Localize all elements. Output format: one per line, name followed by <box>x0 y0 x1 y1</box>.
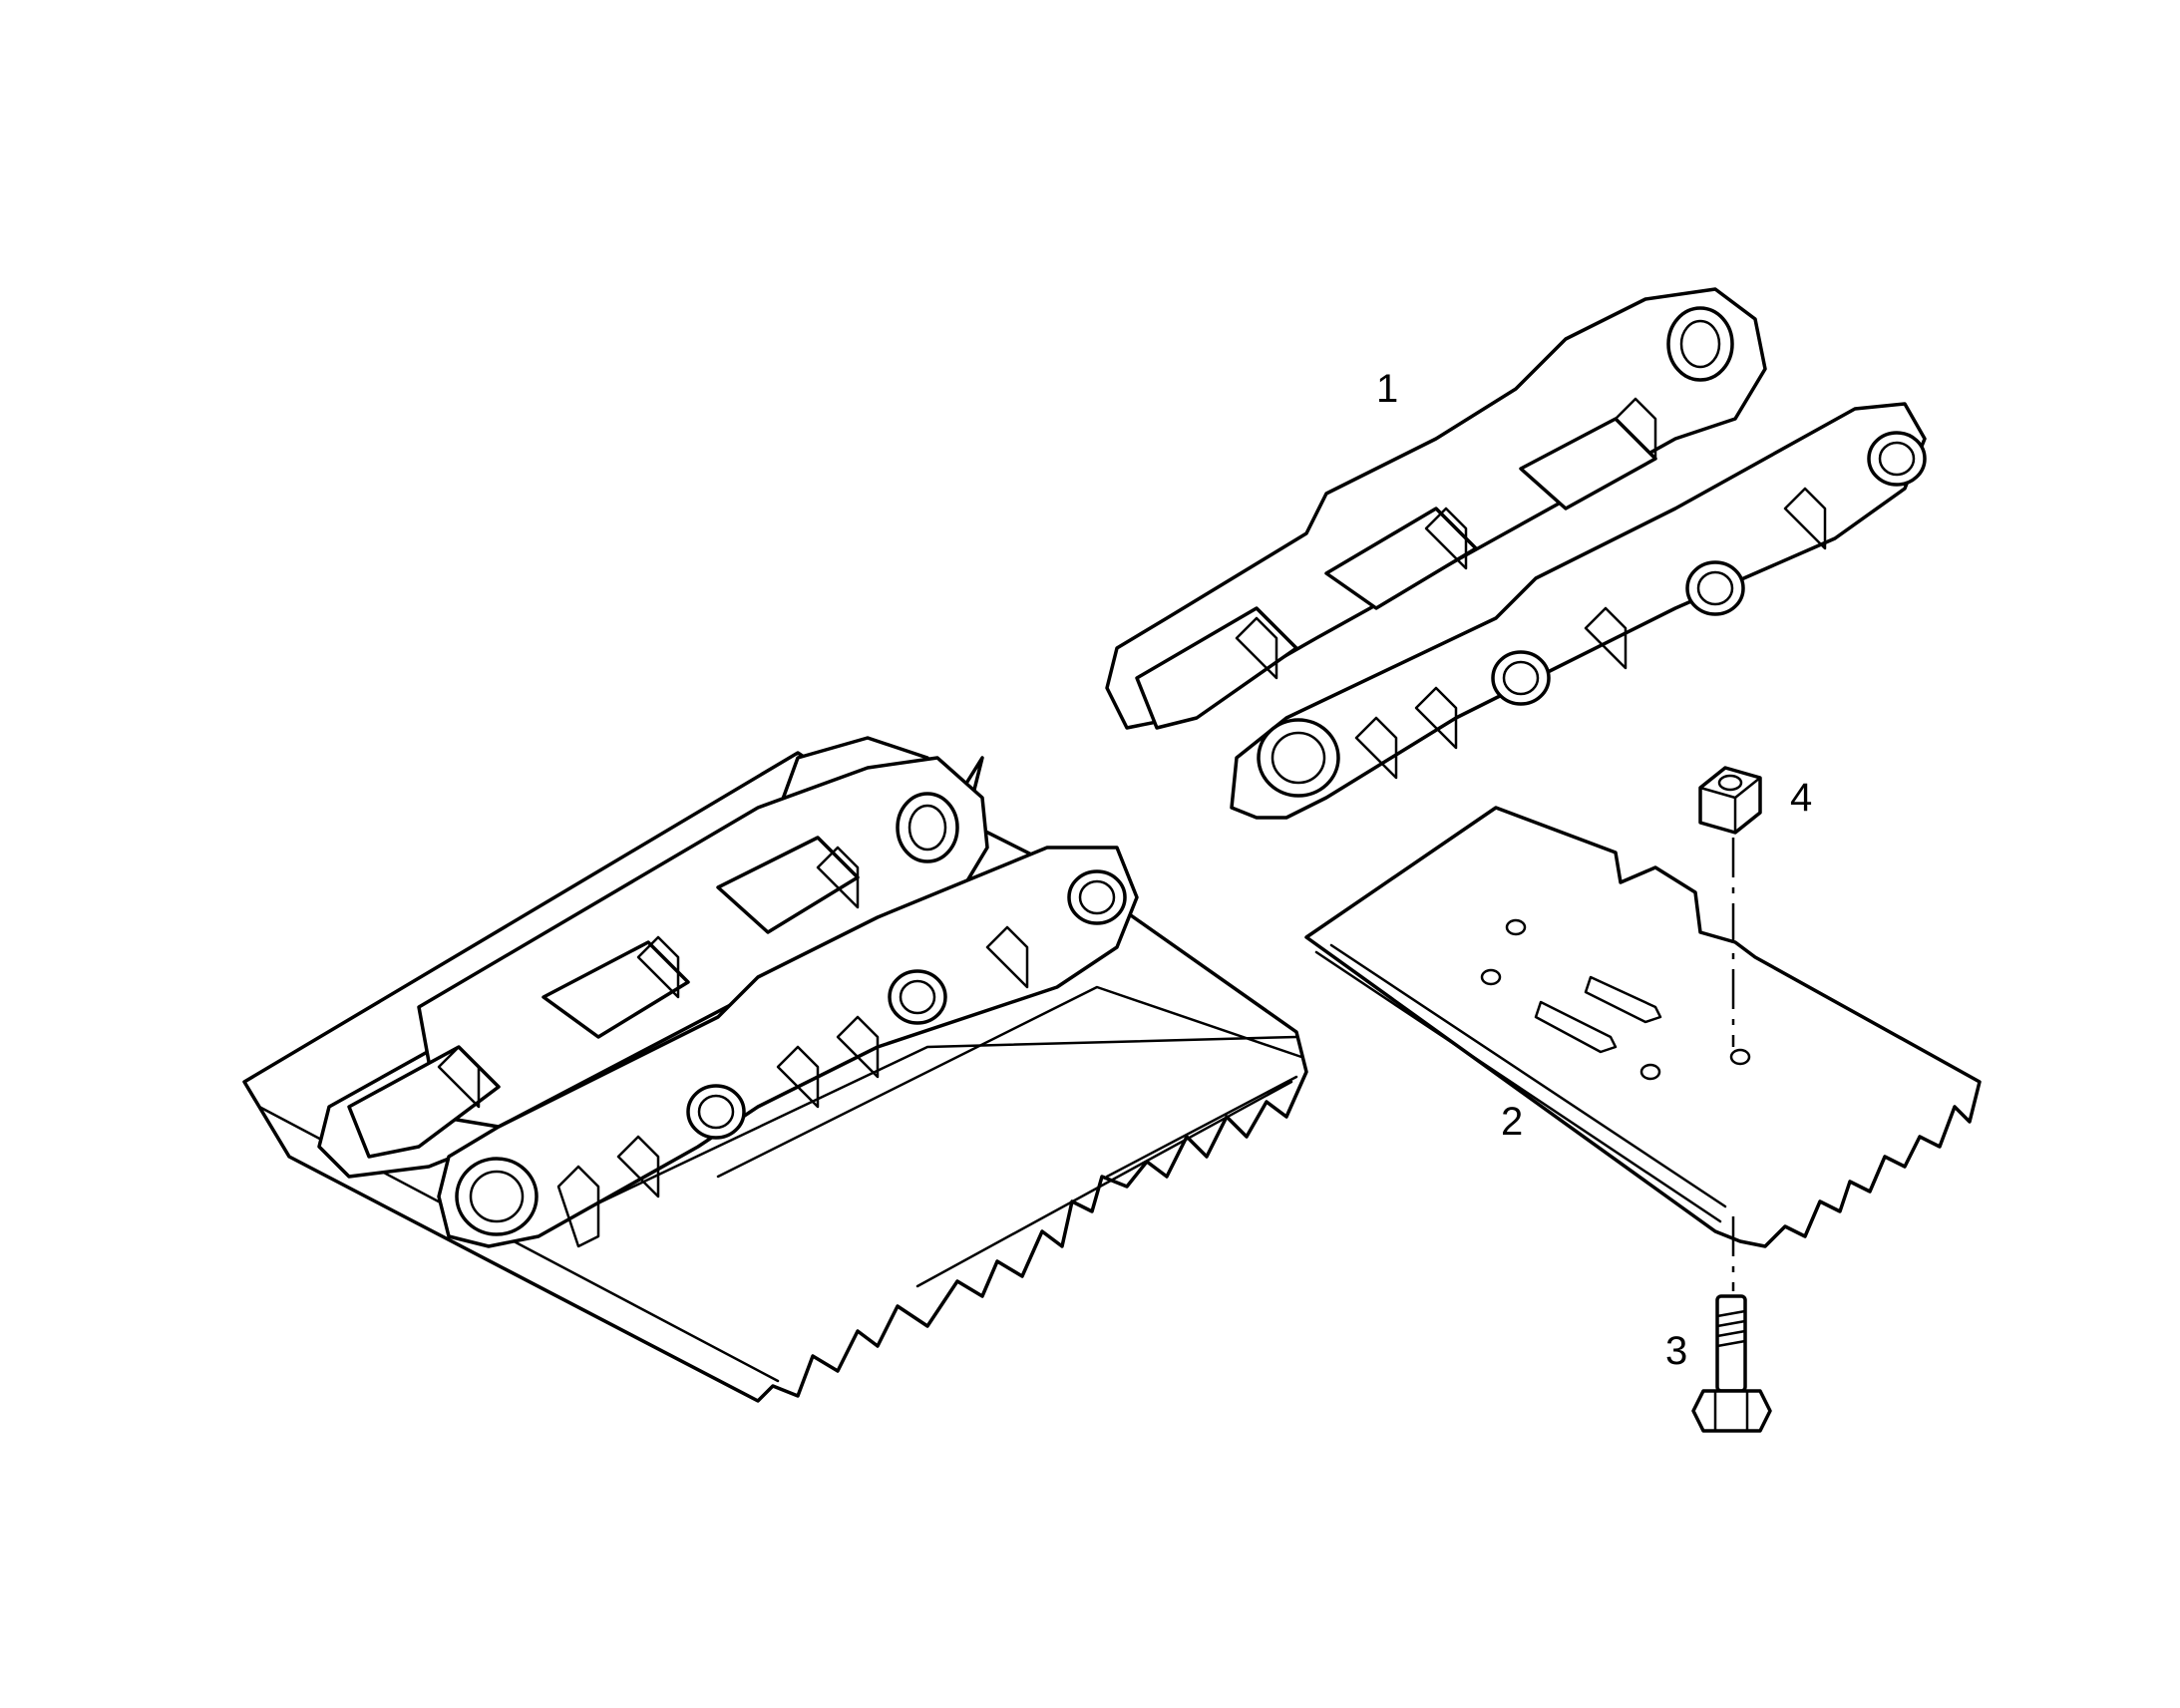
callout-2: 2 <box>1501 1100 1524 1144</box>
track-chain-assembly <box>1105 287 1927 820</box>
bolt <box>1691 1294 1772 1433</box>
callout-1: 1 <box>1376 367 1399 411</box>
callout-4: 4 <box>1790 776 1813 820</box>
track-shoe-plate <box>1304 806 1982 1248</box>
assembled-chain-links <box>317 736 1139 1248</box>
nut <box>1698 766 1762 835</box>
callout-3: 3 <box>1665 1329 1688 1373</box>
